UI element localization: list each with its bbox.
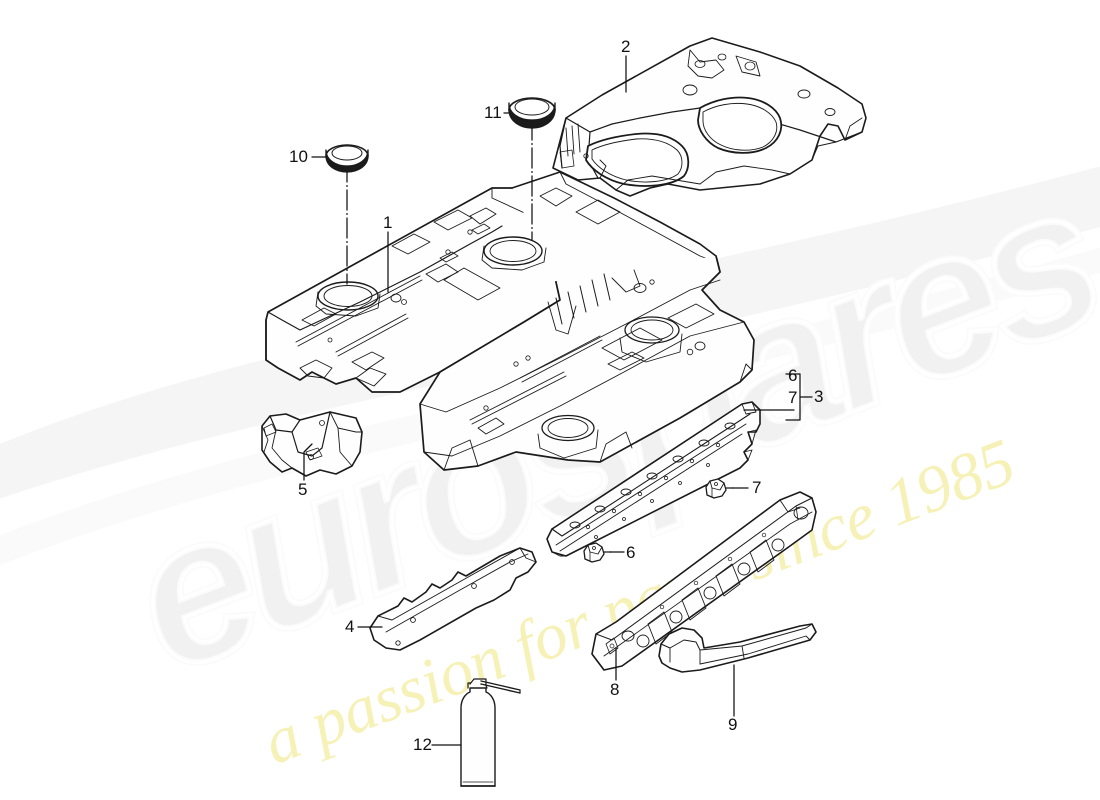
leader-5 [303, 443, 313, 481]
callout-1[interactable]: 1 [383, 213, 393, 232]
part-4-seat-crossmember [369, 547, 537, 651]
callout-5[interactable]: 5 [298, 480, 308, 499]
callout-2[interactable]: 2 [621, 37, 631, 56]
bracket-member-7[interactable]: 7 [788, 388, 798, 407]
callout-6[interactable]: 6 [626, 543, 636, 562]
part-12-spray-can-sealant [460, 678, 521, 787]
part-9-curved-rail [658, 623, 817, 673]
callout-3[interactable]: 3 [814, 387, 824, 406]
callout-10[interactable]: 10 [289, 147, 308, 166]
part-8-inner-sill-reinforcement [591, 491, 817, 671]
callout-4[interactable]: 4 [345, 617, 355, 636]
part-2-rear-floor-panel [552, 37, 867, 197]
callout-7[interactable]: 7 [752, 478, 762, 497]
callout-8[interactable]: 8 [610, 680, 620, 699]
callout-11[interactable]: 11 [484, 103, 502, 122]
part-1-floor-pan [265, 171, 755, 471]
part-11-sealing-grommet-large [508, 97, 556, 129]
callout-12[interactable]: 12 [413, 735, 432, 754]
part-6-clip-small-a [583, 542, 612, 563]
part-10-sealing-grommet-small [325, 144, 369, 173]
leader-lines [303, 55, 813, 746]
part-3-side-sill-assembly [546, 401, 761, 557]
bracket-member-6[interactable]: 6 [788, 366, 798, 385]
callout-9[interactable]: 9 [728, 715, 738, 734]
